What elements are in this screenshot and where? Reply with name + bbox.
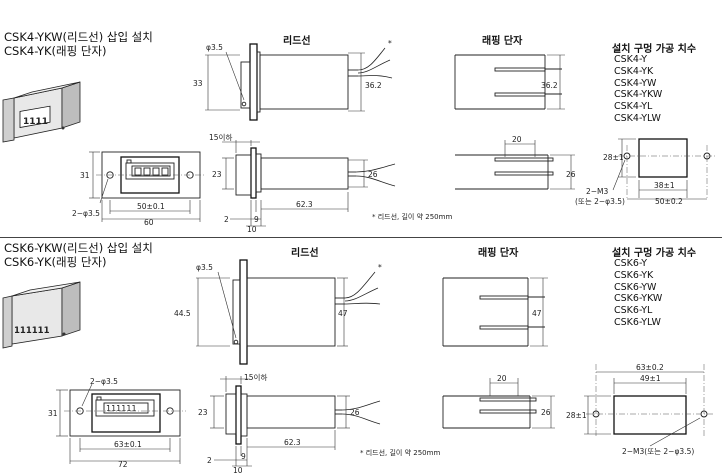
csk4-counter-digits: 1111	[23, 117, 48, 127]
dim-wrap-height: 36.2	[541, 81, 558, 90]
dim-side-body-height: 23	[198, 408, 208, 417]
csk6-side-view-leadwire-lower: 15이하 23 26 62.3 2 9 10 * 리드선, 길이 약 250mm	[198, 372, 440, 475]
dim-side-body-height: 23	[212, 170, 222, 179]
dim-wrap-terminal: 20	[497, 374, 507, 383]
model-item: CSK6-YLW	[614, 316, 661, 328]
dim-side-front: 10	[247, 225, 257, 234]
model-item: CSK4-YW	[614, 77, 657, 89]
section-divider	[0, 237, 722, 238]
csk4-title-leadwire: CSK4-YKW(리드선) 삽입 설치	[4, 30, 153, 44]
dim-side-depth: 62.3	[296, 200, 313, 209]
model-item: CSK4-YLW	[614, 112, 661, 124]
csk6-section: CSK6-YKW(리드선) 삽입 설치 CSK6-YK(래핑 단자) 리드선 래…	[0, 238, 722, 475]
dim-cutout-screw-alt: (또는 2−φ3.5)	[575, 197, 625, 206]
csk4-side-view-leadwire: * 33 φ3.5 36.2	[193, 39, 393, 121]
dim-cutout-width: 38±1	[654, 181, 675, 190]
dim-front-height: 31	[80, 171, 90, 180]
csk4-wrapping-view: 36.2	[454, 54, 565, 110]
csk4-front-view: 31 50±0.1 60 2−φ3.5	[72, 151, 206, 227]
dim-front-hole-pitch: 50±0.1	[137, 202, 165, 211]
model-item: CSK6-Y	[614, 258, 648, 269]
dim-side-hole: φ3.5	[196, 263, 213, 272]
dim-side-flange: 9	[241, 452, 246, 461]
dim-front-width: 72	[118, 460, 128, 469]
dim-side-flange: 9	[254, 215, 259, 224]
dim-front-height: 31	[48, 409, 58, 418]
csk6-drawing: 111111 111111 31 63±0.1 72	[2, 259, 714, 475]
model-item: CSK6-YW	[614, 281, 657, 293]
dim-wrap-rear-height: 26	[541, 408, 551, 417]
dim-cutout-height: 28±1	[566, 411, 587, 420]
dim-side-depth-height: 36.2	[365, 81, 382, 90]
dim-front-hole-pitch: 63±0.1	[114, 440, 142, 449]
dim-side-terminal-length: 15이하	[244, 372, 267, 382]
csk4-cutout-view: 28±1 38±1 50±0.2 2−M3 (또는 2−φ3.5)	[575, 138, 716, 206]
dim-wrap-rear-height: 26	[566, 170, 576, 179]
csk6-header-wrapping: 래핑 단자	[478, 248, 519, 259]
dim-front-holes: 2−φ3.5	[90, 377, 118, 386]
csk4-side-view-leadwire-lower: 15이하 23 26 62.3 2 9 10 * 리드선, 길이 약 250mm	[209, 132, 452, 234]
dim-side-height: 44.5	[174, 309, 191, 318]
dim-cutout-screw: 2−M3	[586, 187, 609, 196]
model-item: CSK4-YL	[614, 101, 653, 113]
dim-side-depth-height: 47	[338, 309, 348, 318]
dim-side-hole: φ3.5	[206, 43, 223, 52]
csk6-wrapping-view-lower: 20 26	[442, 374, 555, 429]
csk6-model-list: CSK6-Y CSK6-YK CSK6-YW CSK6-YKW CSK6-YL …	[614, 258, 662, 329]
csk4-wrapping-view-lower: 20 26	[455, 135, 576, 190]
dim-cutout-pitch: 50±0.2	[655, 197, 683, 206]
dim-cutout-screw: 2−M3(또는 2−φ3.5)	[622, 447, 694, 456]
dim-cutout-pitch: 63±0.2	[636, 363, 664, 372]
csk4-header-wrapping: 래핑 단자	[482, 36, 523, 47]
model-item: CSK6-YKW	[614, 293, 663, 305]
csk6-title-wrapping: CSK6-YK(래핑 단자)	[4, 255, 107, 269]
model-item: CSK4-Y	[614, 54, 648, 65]
dim-cutout-height: 28±1	[603, 153, 624, 162]
csk4-model-list: CSK4-Y CSK4-YK CSK4-YW CSK4-YKW CSK4-YL …	[614, 54, 662, 125]
dim-side-front: 10	[233, 466, 243, 475]
dim-cutout-width: 49±1	[640, 374, 661, 383]
dim-front-width: 60	[144, 218, 154, 227]
csk6-product-illustration: 111111	[2, 281, 81, 349]
csk6-wrapping-view: 47	[442, 277, 548, 347]
dim-side-depth: 62.3	[284, 438, 301, 447]
csk4-product-illustration: 1111	[2, 81, 81, 143]
model-item: CSK6-YK	[614, 269, 654, 281]
csk6-leadwire-note: * 리드선, 길이 약 250mm	[360, 448, 440, 457]
dim-side-height: 33	[193, 79, 203, 88]
csk4-section: CSK4-YKW(리드선) 삽입 설치 CSK4-YK(래핑 단자) 리드선 래…	[0, 0, 722, 237]
csk4-header-cutout: 설치 구멍 가공 치수	[612, 44, 697, 55]
dim-side-rear-height: 26	[368, 170, 378, 179]
dim-side-terminal-length: 15이하	[209, 132, 232, 142]
csk6-side-view-leadwire: * φ3.5 44.5 47	[174, 259, 382, 365]
dim-wrap-height: 47	[532, 309, 542, 318]
csk6-cutout-view: 63±0.2 49±1 28±1 2−M3(또는 2−φ3.5)	[566, 363, 714, 456]
csk6-front-digits: 111111	[106, 404, 137, 413]
dim-front-holes: 2−φ3.5	[72, 209, 100, 218]
csk6-header-leadwire: 리드선	[291, 248, 319, 259]
dim-wrap-terminal: 20	[512, 135, 522, 144]
csk6-front-view: 111111 31 63±0.1 72 2−φ3.5	[48, 377, 186, 469]
csk6-title-leadwire: CSK6-YKW(리드선) 삽입 설치	[4, 241, 153, 255]
csk4-header-leadwire: 리드선	[283, 36, 311, 47]
dim-side-panel: 2	[224, 215, 229, 224]
model-item: CSK4-YK	[614, 65, 654, 77]
csk4-drawing: 1111 31 50±0.1	[2, 39, 716, 234]
csk4-leadwire-note: * 리드선, 길이 약 250mm	[372, 212, 452, 221]
csk4-star-mark: *	[388, 39, 392, 48]
dim-side-panel: 2	[207, 456, 212, 465]
model-item: CSK4-YKW	[614, 89, 663, 101]
csk6-header-cutout: 설치 구멍 가공 치수	[612, 248, 697, 259]
model-item: CSK6-YL	[614, 305, 653, 317]
dim-side-rear-height: 26	[350, 408, 360, 417]
csk6-counter-digits: 111111	[14, 326, 50, 336]
csk6-star-mark: *	[378, 263, 382, 272]
csk4-title-wrapping: CSK4-YK(래핑 단자)	[4, 44, 107, 58]
